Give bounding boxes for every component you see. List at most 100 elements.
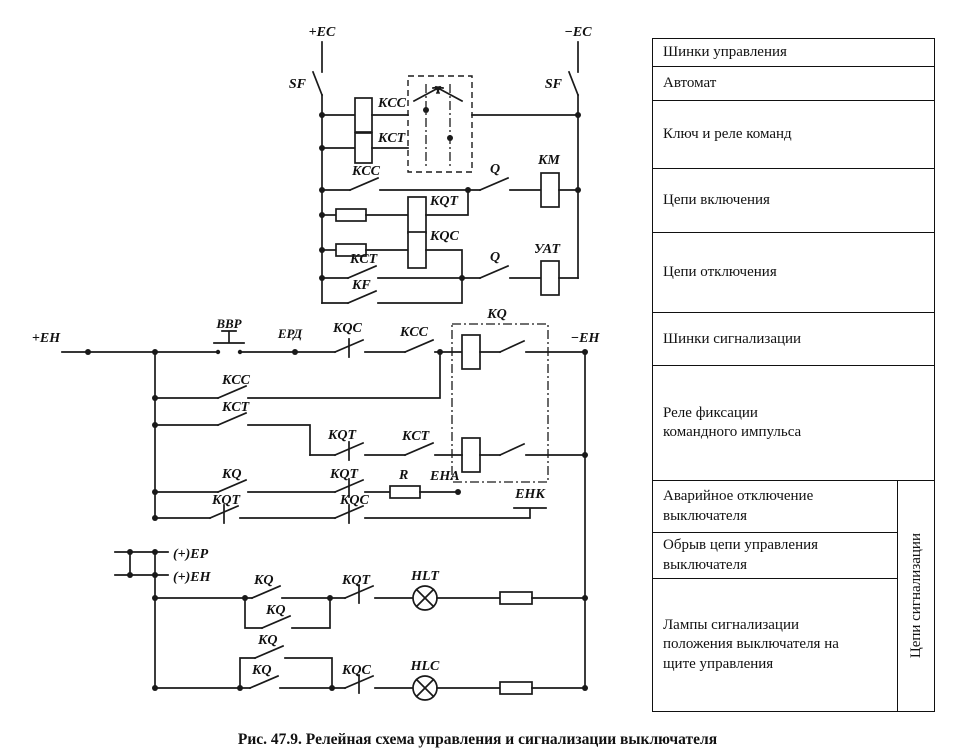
sf-switch-label-left: SF [289,77,307,92]
legend-row-key-relays: Ключ и реле команд [652,100,935,170]
vvr-label: ВВР [215,316,242,331]
kqc-wiping-contact-m5 [333,504,365,524]
kq-internal-contact-1 [498,339,526,354]
kqt-wiping-contact-m3 [333,441,365,461]
signal-top-row: ЕРД KQC KCC [239,321,463,358]
kqc-m5-label: KQC [339,493,369,508]
kq-parallel-branch-2: KQ [239,633,333,689]
legend-text: Лампы сигнализации положения выключателя… [663,616,839,672]
legend-side-label: Цепи сигнализации [907,533,924,659]
kq-l3-label: KQ [257,633,277,648]
bus-label-plus-ep-branch: (+)ЕР [173,547,209,562]
q-aux-contact-close [478,176,510,192]
kqc-wiping-contact-l4 [343,674,375,694]
kq-coil-2 [461,437,481,473]
kf-contact [346,289,378,305]
resistor-r [389,485,421,499]
kq-contact-l2 [260,614,292,630]
kct-relay-coil [354,132,373,164]
kqt-coil-label: KQT [429,194,459,209]
r-label: R [398,468,408,483]
legend-text: Цепи включения [663,192,770,208]
kqt-wiping-contact-l1 [343,584,375,604]
hlc-lamp-row: KQ KQC HLC [154,659,586,701]
legend-text: Ключ и реле команд [663,126,792,142]
kqt-fixation-branch: KQT [321,189,469,234]
yat-trip-coil [540,260,560,296]
kq-l2-label: KQ [265,603,285,618]
kq-two-position-relay-box: KQ [451,307,586,483]
ehk-terminal-label: ЕНК [514,487,546,502]
kq-l4-label: KQ [251,663,271,678]
kct-row: KCT [154,400,311,456]
kqt-l1-label: KQT [341,573,371,588]
legend-text: Цепи отключения [663,264,777,280]
kcc-contact [348,176,380,192]
bus-label-plus-eh: +ЕН [32,331,61,346]
kcc-top-label: KCC [399,325,429,340]
hlt-lamp-row: KQ KQT HLT [154,569,586,611]
legend-row-fixation-relay: Реле фиксации командного импульса [652,365,935,482]
kct-contact-m2 [216,411,248,427]
q-label-trip: Q [490,250,500,265]
resistor-kqt [335,208,367,222]
q-label-close: Q [490,162,500,177]
closing-circuit-branch: KCC Q KM [321,153,579,208]
q-aux-contact-trip [478,264,510,280]
kqt-wiping-contact-m4 [333,478,365,498]
kct-m2-label: KCT [221,400,251,415]
left-rail-middle [152,351,158,521]
legend-row-control-buses: Шинки управления [652,38,935,68]
command-relay-kct-branch: KCT [321,131,409,164]
kqt-wiping-contact-m5 [208,504,240,524]
kcc-contact-m1 [216,384,248,400]
resistor-hlt [499,591,533,605]
hlt-label: HLT [410,569,440,584]
kqc-l4-label: KQC [341,663,371,678]
kq-l1-label: KQ [253,573,273,588]
legend-text: Обрыв цепи управления выключателя [663,537,819,573]
legend-text: Автомат [663,75,717,91]
kcc-m1-label: KCC [221,373,251,388]
legend-text: Реле фиксации командного импульса [663,404,802,441]
kqt-m4-label: KQT [329,467,359,482]
emergency-signal-row: KQ KQT R ЕНА [154,467,461,499]
control-bus-positive: +ЕС SF [289,25,336,304]
legend-text: Шинки управления [663,44,787,60]
km-contactor-coil [540,172,560,208]
sf-switch-label-right: SF [545,77,563,92]
control-bus-negative: −ЕС SF [545,25,592,279]
bus-label-minus-ec: −ЕС [564,25,592,40]
kct-contact [346,264,378,280]
bus-label-plus-ec: +ЕС [309,25,336,40]
command-relay-kcc-branch: KCC [321,96,579,133]
hlc-label: HLC [410,659,440,674]
erd-label: ЕРД [277,326,303,341]
legend-text: Шинки сигнализации [663,330,802,347]
kcc-sealin-row: KCC [154,351,441,400]
kf-label: KF [351,278,371,293]
lamp-supply-stubs: (+)ЕР (+)ЕН [114,547,212,691]
kqt-m5-label: KQT [211,493,241,508]
control-key-box [407,75,473,173]
vvr-pushbutton: ВВР [213,316,245,355]
legend-row-position-lamps: Лампы сигнализации положения выключателя… [652,578,899,712]
kq-contact-l4 [248,674,280,690]
kcc-relay-coil [354,97,373,133]
kct-contact-m3 [403,441,435,457]
kcc-contact-label: KCC [351,164,381,179]
signal-bus-negative: −ЕН [571,331,600,691]
kqc-top-label: KQC [332,321,362,336]
key-handle-arrow-right [434,85,464,103]
resistor-hlc [499,681,533,695]
kcc-contact-top [403,338,435,354]
yat-label: УАТ [534,242,561,257]
kct-coil-label: KCT [377,131,407,146]
kqt-kct-row: KQT KCT [309,428,463,461]
circuit-break-signal-row: KQT KQC ЕНК [154,487,547,524]
kqc-relay-coil [407,231,427,269]
legend-side-strip: Цепи сигнализации [897,480,935,712]
kqc-coil-label: KQC [429,229,459,244]
